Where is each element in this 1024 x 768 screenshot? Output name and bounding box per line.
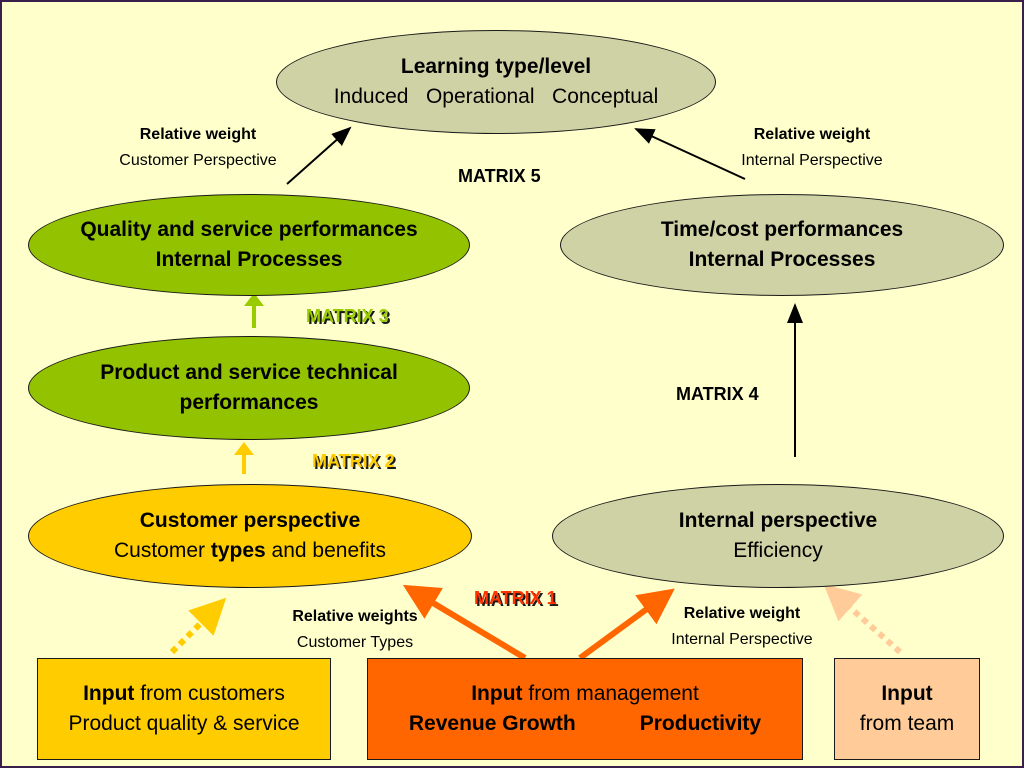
timecost-line1: Time/cost performances	[660, 218, 904, 241]
input-team-line2: from team	[859, 712, 955, 735]
customer-sub-pre: Customer	[114, 539, 211, 562]
input-customers-rest: from customers	[134, 682, 285, 705]
rw-internal-label: Relative weight Internal Perspective	[712, 122, 912, 174]
arrow-timecost-to-learning	[634, 128, 746, 180]
quality-line2: Internal Processes	[155, 248, 343, 271]
rw-types-title: Relative weights	[292, 608, 418, 625]
arrow-customers-input-dotted	[169, 597, 227, 655]
internal-subtitle: Efficiency	[733, 539, 823, 562]
arrow-customer-to-product-head	[234, 442, 254, 455]
input-team-bold: Input	[881, 682, 933, 705]
rw-internal2-sub: Internal Perspective	[671, 631, 813, 648]
customer-title: Customer perspective	[139, 509, 361, 532]
rw-types-label: Relative weights Customer Types	[255, 604, 455, 656]
product-performances-ellipse: Product and service technical performanc…	[28, 336, 470, 440]
customer-sub-post: and benefits	[265, 539, 386, 562]
input-customers-box: Input from customers Product quality & s…	[37, 658, 331, 760]
input-management-line1: Input from management	[471, 679, 699, 709]
rw-customer-title: Relative weight	[139, 126, 257, 143]
arrow-management-to-internal	[578, 588, 675, 661]
customer-subtitle: Customer types and benefits	[114, 536, 386, 566]
input-management-box: Input from management Revenue Growth Pro…	[367, 658, 803, 760]
arrow-quality-to-learning	[286, 126, 352, 185]
input-team-box: Input from team	[834, 658, 980, 760]
productivity-label: Productivity	[639, 712, 762, 735]
timecost-performances-ellipse: Time/cost performances Internal Processe…	[560, 194, 1004, 296]
input-management-bold: Input	[471, 682, 523, 705]
internal-perspective-ellipse: Internal perspective Efficiency	[552, 484, 1004, 588]
timecost-line2: Internal Processes	[688, 248, 876, 271]
input-customers-line1: Input from customers	[83, 679, 285, 709]
matrix-4-label: MATRIX 4	[676, 384, 759, 404]
arrow-team-input-dotted	[823, 584, 902, 655]
rw-customer-label: Relative weight Customer Perspective	[98, 122, 298, 174]
matrix-1-label: MATRIX 1	[474, 588, 557, 608]
rw-internal-title: Relative weight	[753, 126, 871, 143]
arrow-management-to-customer	[402, 584, 527, 661]
arrow-product-to-quality-head	[244, 293, 264, 306]
matrix-5-label: MATRIX 5	[458, 166, 541, 186]
input-management-rest: from management	[522, 682, 699, 705]
quality-performances-ellipse: Quality and service performances Interna…	[28, 194, 470, 296]
rw-types-sub: Customer Types	[296, 634, 414, 651]
customer-sub-bold: types	[210, 539, 266, 562]
revenue-growth-label: Revenue Growth	[408, 712, 576, 735]
learning-title: Learning type/level	[400, 55, 592, 78]
matrix-3-label: MATRIX 3	[306, 306, 389, 326]
input-customers-line2: Product quality & service	[68, 712, 300, 735]
learning-type-ellipse: Learning type/level Induced Operational …	[276, 30, 716, 134]
rw-internal2-title: Relative weight	[683, 605, 801, 622]
internal-title: Internal perspective	[678, 509, 878, 532]
input-management-line2: Revenue Growth Productivity	[409, 709, 761, 739]
matrix-2-label: MATRIX 2	[312, 451, 395, 471]
quality-line1: Quality and service performances	[80, 218, 418, 241]
rw-internal-sub: Internal Perspective	[741, 152, 883, 169]
rw-internal2-label: Relative weight Internal Perspective	[642, 601, 842, 653]
customer-perspective-ellipse: Customer perspective Customer types and …	[28, 484, 472, 588]
learning-subtitle: Induced Operational Conceptual	[333, 85, 659, 108]
product-line2: performances	[179, 391, 319, 414]
rw-customer-sub: Customer Perspective	[119, 152, 277, 169]
product-line1: Product and service technical	[100, 361, 398, 384]
input-customers-bold: Input	[83, 682, 135, 705]
